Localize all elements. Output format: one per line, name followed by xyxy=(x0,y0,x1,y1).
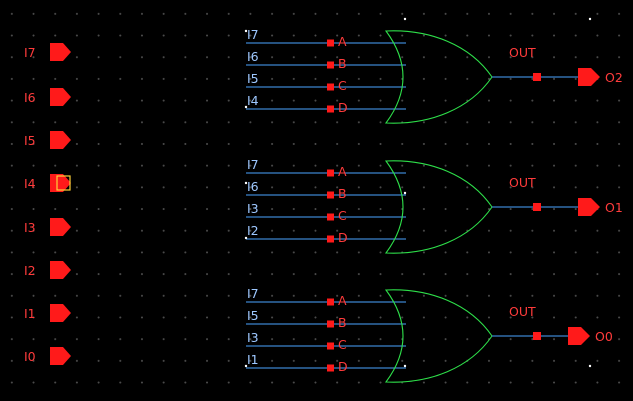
port-label: B xyxy=(338,56,347,71)
port-label: C xyxy=(338,78,347,93)
input-pin-i3[interactable]: I3 xyxy=(24,218,71,236)
input-pin-shape[interactable] xyxy=(50,347,71,365)
port-marker[interactable] xyxy=(327,298,334,306)
net-label: I7 xyxy=(247,27,259,42)
grid-marker xyxy=(244,105,248,109)
net-label: I3 xyxy=(247,201,259,216)
grid-marker xyxy=(403,364,407,368)
output-pin-shape[interactable] xyxy=(578,68,600,86)
port-marker[interactable] xyxy=(327,213,334,221)
output-pin-shape[interactable] xyxy=(568,327,590,345)
port-marker[interactable] xyxy=(327,191,334,199)
port-marker[interactable] xyxy=(327,83,334,91)
input-pin-shape[interactable] xyxy=(50,261,71,279)
output-pin-shape[interactable] xyxy=(578,198,600,216)
or-gate-2[interactable]: I7 A I6 B I3 C I2 D OUT O1 xyxy=(246,157,623,254)
port-label: D xyxy=(338,100,348,115)
net-label: I6 xyxy=(247,49,259,64)
grid-marker xyxy=(403,191,407,195)
net-label: I1 xyxy=(247,352,259,367)
input-pin-label: I0 xyxy=(24,349,36,364)
port-marker[interactable] xyxy=(327,169,334,177)
output-pin-o1[interactable]: O1 xyxy=(578,198,623,216)
or-gate-1[interactable]: I7 A I6 B I5 C I4 D OUT O2 xyxy=(246,27,623,124)
output-port-label: OUT xyxy=(509,304,536,319)
output-port-label: OUT xyxy=(509,175,536,190)
input-pin-i0[interactable]: I0 xyxy=(24,347,71,365)
port-label: A xyxy=(338,293,347,308)
grid-marker xyxy=(588,17,592,21)
or-gate-body[interactable] xyxy=(384,160,493,254)
input-pin-shape[interactable] xyxy=(50,131,71,149)
input-pin-label: I3 xyxy=(24,220,36,235)
input-pin-label: I7 xyxy=(24,45,36,60)
output-pin-o2[interactable]: O2 xyxy=(578,68,623,86)
input-pin-label: I4 xyxy=(24,176,36,191)
input-pin-i2[interactable]: I2 xyxy=(24,261,71,279)
input-pin-i6[interactable]: I6 xyxy=(24,88,71,106)
input-pin-shape[interactable] xyxy=(50,304,71,322)
input-pin-label: I2 xyxy=(24,263,36,278)
port-label: D xyxy=(338,359,348,374)
port-marker[interactable] xyxy=(327,320,334,328)
output-port-marker[interactable] xyxy=(533,203,541,211)
output-port-marker[interactable] xyxy=(533,73,541,81)
port-label: B xyxy=(338,315,347,330)
net-label: I7 xyxy=(247,157,259,172)
port-label: A xyxy=(338,34,347,49)
port-label: A xyxy=(338,164,347,179)
port-label: B xyxy=(338,186,347,201)
output-port-label: OUT xyxy=(509,45,536,60)
net-label: I5 xyxy=(247,71,259,86)
net-label: I6 xyxy=(247,179,259,194)
input-pin-label: I6 xyxy=(24,90,36,105)
net-label: I5 xyxy=(247,308,259,323)
grid-marker xyxy=(244,181,248,185)
or-gate-body[interactable] xyxy=(384,30,493,124)
net-label: I4 xyxy=(247,93,259,108)
output-pin-label: O1 xyxy=(605,200,623,215)
grid-marker xyxy=(403,17,407,21)
input-pin-i4[interactable]: I4 xyxy=(24,174,71,192)
port-marker[interactable] xyxy=(327,235,334,243)
net-label: I3 xyxy=(247,330,259,345)
port-label: C xyxy=(338,208,347,223)
output-pin-o0[interactable]: O0 xyxy=(568,327,613,345)
input-pin-shape[interactable] xyxy=(50,43,71,61)
port-marker[interactable] xyxy=(327,105,334,113)
selection-marker xyxy=(56,175,71,191)
input-pin-shape[interactable] xyxy=(50,88,71,106)
or-gate-body[interactable] xyxy=(384,289,493,383)
port-marker[interactable] xyxy=(327,39,334,47)
input-pin-label: I1 xyxy=(24,306,36,321)
grid-marker xyxy=(588,364,592,368)
grid-marker xyxy=(244,364,248,368)
net-label: I2 xyxy=(247,223,259,238)
port-label: C xyxy=(338,337,347,352)
port-marker[interactable] xyxy=(327,342,334,350)
output-port-marker[interactable] xyxy=(533,332,541,340)
input-pin-i1[interactable]: I1 xyxy=(24,304,71,322)
port-marker[interactable] xyxy=(327,61,334,69)
output-pin-label: O2 xyxy=(605,70,623,85)
output-pin-label: O0 xyxy=(595,329,613,344)
input-pin-i7[interactable]: I7 xyxy=(24,43,71,61)
input-pin-shape[interactable] xyxy=(50,218,71,236)
or-gate-3[interactable]: I7 A I5 B I3 C I1 D OUT O0 xyxy=(246,286,613,383)
port-marker[interactable] xyxy=(327,364,334,372)
grid-marker xyxy=(244,29,248,33)
port-label: D xyxy=(338,230,348,245)
input-pin-shape[interactable] xyxy=(50,174,71,192)
net-label: I7 xyxy=(247,286,259,301)
input-pin-i5[interactable]: I5 xyxy=(24,131,71,149)
input-pin-label: I5 xyxy=(24,133,36,148)
grid-marker xyxy=(244,236,248,240)
